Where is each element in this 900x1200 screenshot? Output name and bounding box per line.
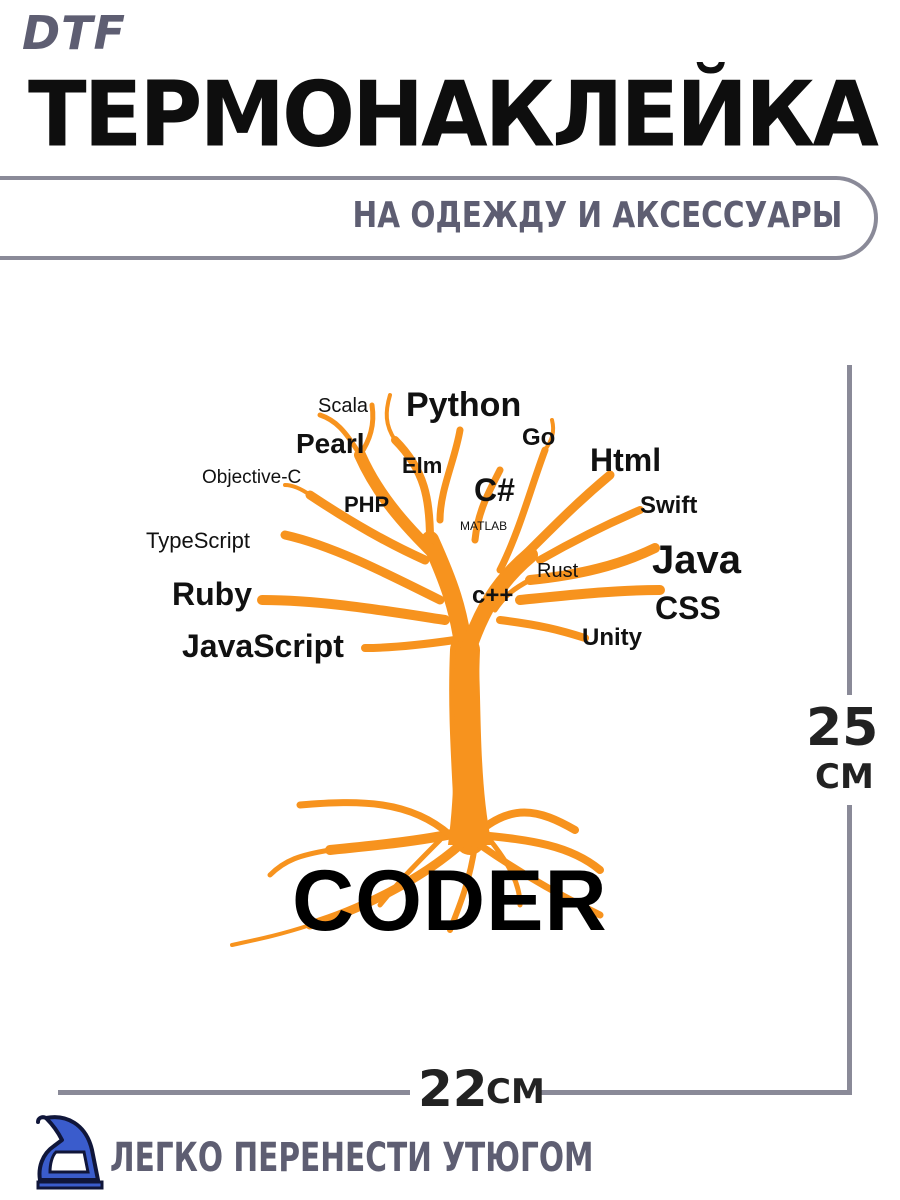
footer-tagline: ЛЕГКО ПЕРЕНЕСТИ УТЮГОМ — [110, 1135, 594, 1181]
tree-branch — [436, 426, 464, 524]
width-dimension-line — [540, 1090, 852, 1095]
tree-branch — [536, 506, 644, 564]
height-value: 25 — [806, 698, 879, 758]
lang-label: Go — [522, 424, 556, 451]
lang-label: Java — [652, 538, 741, 582]
lang-label: Elm — [402, 453, 443, 478]
lang-label: Swift — [640, 492, 698, 519]
tree-branches — [230, 393, 665, 947]
height-dimension-line — [847, 365, 852, 695]
page-title: ТЕРМОНАКЛЕЙКА — [28, 62, 879, 168]
tree-branch — [357, 402, 376, 458]
width-unit: СМ — [486, 1072, 545, 1112]
tree-branch — [384, 393, 397, 442]
tree-branch — [267, 847, 333, 878]
tree-branch — [283, 483, 312, 497]
tree-branch — [543, 418, 556, 452]
tree-branch — [354, 449, 446, 566]
lang-label: PHP — [344, 492, 390, 517]
tree-branch — [377, 837, 443, 908]
tree-branch — [476, 831, 604, 874]
tree-branch — [476, 841, 604, 919]
tree-branch — [305, 490, 430, 565]
lang-label: Ruby — [172, 576, 252, 612]
lang-label: Objective-C — [202, 467, 302, 488]
lang-label: Pearl — [296, 428, 365, 459]
tree-branch — [280, 530, 445, 605]
tree-branch — [487, 837, 523, 908]
tree-branch — [361, 636, 459, 652]
height-dimension-line — [847, 805, 852, 1095]
lang-label: Unity — [582, 624, 642, 651]
tree-branch — [496, 616, 589, 642]
iron-icon — [36, 1115, 104, 1190]
subtitle-frame — [0, 176, 878, 260]
lang-label: Python — [406, 386, 522, 424]
lang-label: TypeScript — [146, 528, 250, 553]
lang-label: Scala — [318, 395, 369, 417]
lang-label: Html — [590, 442, 662, 478]
lang-label: c++ — [472, 582, 514, 609]
tree-branch — [317, 412, 363, 458]
tree-branch — [230, 923, 312, 947]
tree-branch — [471, 466, 504, 544]
height-unit: СМ — [815, 757, 874, 797]
width-dimension-line — [58, 1090, 410, 1095]
tree-trunk — [448, 650, 492, 845]
lang-label: MATLAB — [460, 519, 508, 533]
tree-branch — [447, 842, 478, 933]
tree-branch — [257, 595, 450, 625]
lang-label: C# — [474, 472, 515, 508]
width-value: 22 — [418, 1060, 488, 1118]
tree-branch — [515, 585, 665, 605]
tree-branch — [391, 436, 434, 544]
tree-branch — [515, 470, 615, 565]
lang-label: CSS — [655, 590, 721, 626]
page-subtitle: НА ОДЕЖДУ И АКСЕССУАРЫ — [352, 195, 842, 236]
brand-logo: DTF — [22, 6, 126, 60]
tree-branch — [492, 577, 533, 613]
lang-label: JavaScript — [182, 628, 344, 664]
design-caption: CODER — [292, 853, 608, 949]
tree-branch — [296, 799, 454, 839]
tree-branch — [496, 446, 549, 574]
lang-label: Rust — [537, 560, 579, 582]
tree-branch — [525, 543, 660, 585]
